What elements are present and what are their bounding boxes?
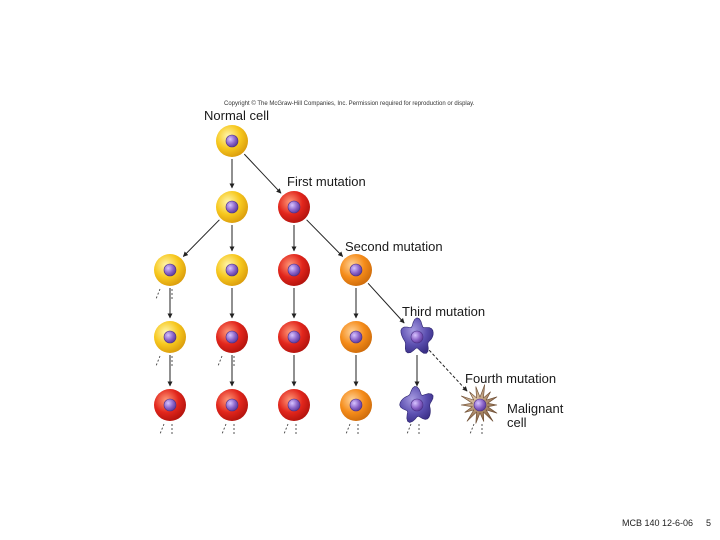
lineage-arrows	[167, 153, 468, 392]
label-third-mutation: Third mutation	[402, 304, 486, 319]
footer-page-number: 5	[706, 518, 712, 528]
continuation-dashes	[155, 288, 483, 435]
nucleus	[225, 330, 239, 344]
continuation-stub	[217, 355, 235, 367]
cell-third	[399, 386, 434, 423]
nucleus	[225, 200, 239, 214]
cell-first	[154, 389, 186, 421]
cell-normal	[216, 254, 248, 286]
arrow-malignant	[428, 349, 468, 392]
label-malignant-line1: Malignant	[507, 401, 564, 416]
label-first-mutation: First mutation	[287, 174, 366, 189]
nucleus	[225, 134, 239, 148]
cell-first	[216, 321, 248, 353]
cell-first	[278, 254, 310, 286]
nucleus	[349, 330, 363, 344]
cell-normal	[154, 321, 186, 353]
cell-second	[340, 389, 372, 421]
nucleus	[349, 398, 363, 412]
nucleus	[287, 398, 301, 412]
continuation-stub	[469, 423, 483, 435]
continuation-stub	[406, 423, 420, 435]
continuation-stub	[221, 423, 235, 435]
cell-normal	[216, 191, 248, 223]
label-malignant-line2: cell	[507, 415, 527, 430]
continuation-stub	[155, 288, 173, 300]
arrow-second	[306, 219, 344, 257]
arrow-first	[243, 153, 282, 194]
nucleus	[287, 200, 301, 214]
nucleus	[410, 330, 424, 344]
label-malignant-cell: Malignant cell	[507, 402, 563, 430]
nucleus	[287, 263, 301, 277]
nucleus	[410, 398, 424, 412]
arrow-third	[367, 282, 405, 324]
label-normal-cell: Normal cell	[204, 108, 270, 123]
nucleus	[163, 263, 177, 277]
arrow-normal	[182, 219, 220, 257]
nucleus	[163, 398, 177, 412]
cell-first	[278, 389, 310, 421]
nucleus	[349, 263, 363, 277]
nucleus	[473, 398, 487, 412]
cell-third	[400, 317, 434, 354]
label-fourth-mutation: Fourth mutation	[465, 371, 557, 386]
cell-normal	[216, 125, 248, 157]
continuation-stub	[159, 423, 173, 435]
continuation-stub	[283, 423, 297, 435]
cell-normal	[154, 254, 186, 286]
nucleus	[225, 263, 239, 277]
cells	[154, 125, 498, 424]
continuation-stub	[155, 355, 173, 367]
nucleus	[225, 398, 239, 412]
copyright-notice: Copyright © The McGraw-Hill Companies, I…	[224, 101, 475, 107]
label-second-mutation: Second mutation	[345, 239, 443, 254]
cell-first	[278, 191, 310, 223]
cell-first	[278, 321, 310, 353]
cell-malignant	[460, 384, 498, 424]
footer-course: MCB 140 12-6-06	[622, 518, 694, 528]
nucleus	[163, 330, 177, 344]
cell-first	[216, 389, 248, 421]
cell-second	[340, 254, 372, 286]
nucleus	[287, 330, 301, 344]
cell-second	[340, 321, 372, 353]
continuation-stub	[345, 423, 359, 435]
